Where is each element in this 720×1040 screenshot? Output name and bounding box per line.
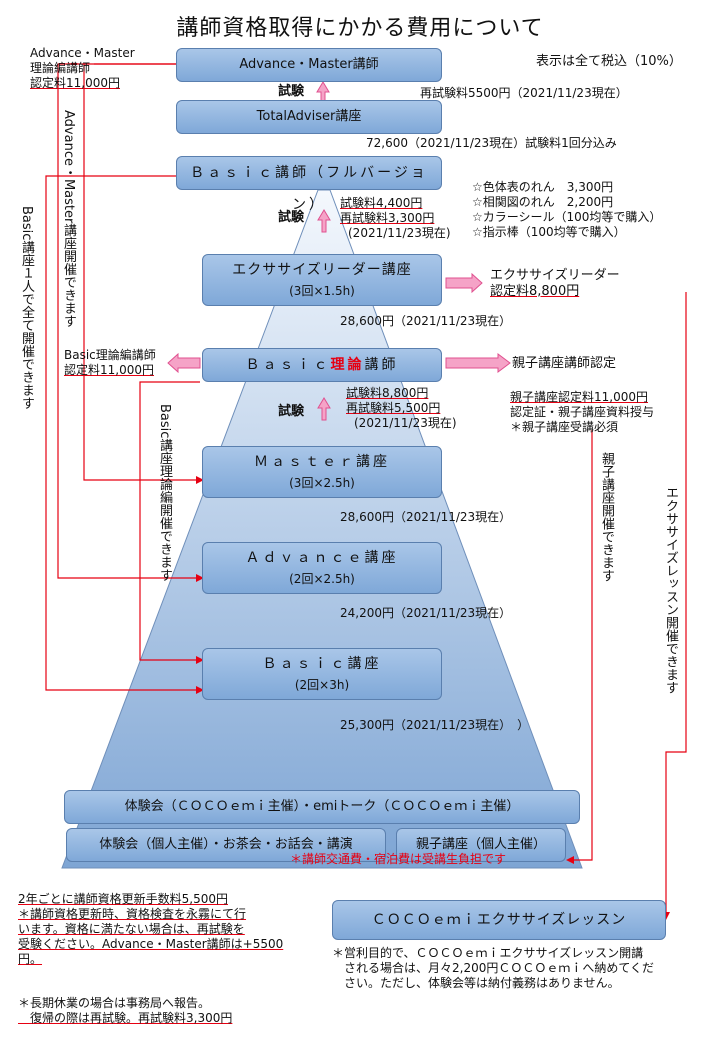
advance-price: 24,200円（2021/11/23現在） [340, 606, 512, 620]
exam-label-2: 試験 [278, 210, 305, 225]
adv-master-theory-cert-note: Advance・Master 理論編講師 認定料11,000円 [30, 46, 135, 90]
exam-fee-theory: 試験料8,800円 再試験料5,500円 (2021/11/23現在) [346, 386, 457, 430]
basic-theory-cert: Basic理論編講師 認定料11,000円 [64, 348, 156, 377]
travel-note: ＊講師交通費・宿泊費は受講生負担です [290, 852, 507, 866]
tax-note: 表示は全て税込（10%） [536, 54, 682, 69]
line-exercise [665, 292, 687, 916]
vertical-exercise: エクササイズレッスン開催できます [663, 486, 678, 694]
box-adv-master-instructor: Advance・Master講師 [176, 48, 442, 82]
line-basic-full [45, 175, 196, 691]
exam-arrow-2 [317, 209, 331, 233]
pyramid [61, 189, 583, 869]
line-basic-theory [139, 381, 200, 661]
exercise-leader-price: 28,600円（2021/11/23現在） [340, 314, 512, 328]
vertical-adv-master: Advance・Master講座開催できます [61, 110, 76, 328]
master-price: 28,600円（2021/11/23現在） [340, 510, 512, 524]
vertical-parent: 親子講座開催できます [599, 452, 614, 582]
parent-cert-details: 親子講座認定料11,000円 認定証・親子講座資料授与 ＊親子講座受講必須 [510, 390, 655, 434]
exercise-leader-cert: エクササイズリーダー 認定料8,800円 [490, 268, 620, 299]
exam-fee-basic-full: 試験料4,400円 再試験料3,300円 (2021/11/23現在) [340, 196, 451, 240]
vertical-basic-theory: Basic講座理論編開催できます [157, 404, 172, 582]
exam-label-3: 試験 [278, 404, 305, 419]
box-basic: Ｂａｓｉｃ講座 (2回×3h) [202, 648, 442, 700]
box-exercise-leader: エクササイズリーダー講座 (3回×1.5h) [202, 254, 442, 306]
box-basic-full: Ｂａｓｉｃ講師（フルバージョン） [176, 156, 442, 213]
bottom-left-note: 2年ごとに講師資格更新手数料5,500円 ＊講師資格更新時、資格検査を永霧にて行… [18, 892, 284, 966]
box-advance: Ａｄｖａｎｃｅ講座 (2回×2.5h) [202, 542, 442, 594]
basic-price: 25,300円（2021/11/23現在） ） [340, 718, 530, 732]
box-coco-lesson: ＣＯＣＯｅｍｉエクササイズレッスン [332, 900, 666, 940]
box-experience-personal: 体験会（個人主催）・お茶会・お話会・講演 [66, 828, 386, 862]
line-parent [570, 430, 593, 861]
box-parent-child: 親子講座（個人主催） [396, 828, 566, 862]
arrow-to-exercise-leader-cert [445, 272, 483, 294]
box-experience-coco: 体験会（ＣＯＣＯｅｍｉ主催）・emiトーク（ＣＯＣＯｅｍｉ主催） [64, 790, 580, 824]
bottom-left-note-2: ＊長期休業の場合は事務局へ報告。 復帰の際は再試験。再試験料3,300円 [18, 996, 233, 1025]
vertical-basic-all: Basic講座１人で全て開催できます [19, 206, 34, 410]
total-price: 72,600（2021/11/23現在）試験料1回分込み [366, 136, 617, 150]
box-master: Ｍａｓｔｅｒ講座 (3回×2.5h) [202, 446, 442, 498]
reexam-top: 再試験料5500円（2021/11/23現在） [420, 86, 628, 100]
page-title: 講師資格取得にかかる費用について [176, 16, 544, 41]
exam-arrow-3 [317, 397, 331, 421]
items-list: ☆色体表のれん 3,300円 ☆相関図のれん 2,200円 ☆カラーシール（10… [472, 180, 662, 239]
bottom-right-note: ＊営利目的で、ＣＯＣＯｅｍｉエクササイズレッスン開講 される場合は、月々2,20… [332, 946, 654, 990]
box-basic-theory: Ｂａｓｉｃ理論講師 [202, 348, 442, 382]
exam-arrow-1 [316, 81, 330, 103]
parent-child-cert: 親子講座講師認定 [512, 356, 617, 371]
box-total-adviser: TotalAdviser講座 [176, 100, 442, 134]
exam-label-1: 試験 [278, 84, 305, 99]
arrow-to-parent-cert [445, 353, 511, 373]
arrow-to-basic-theory-cert [167, 352, 201, 374]
